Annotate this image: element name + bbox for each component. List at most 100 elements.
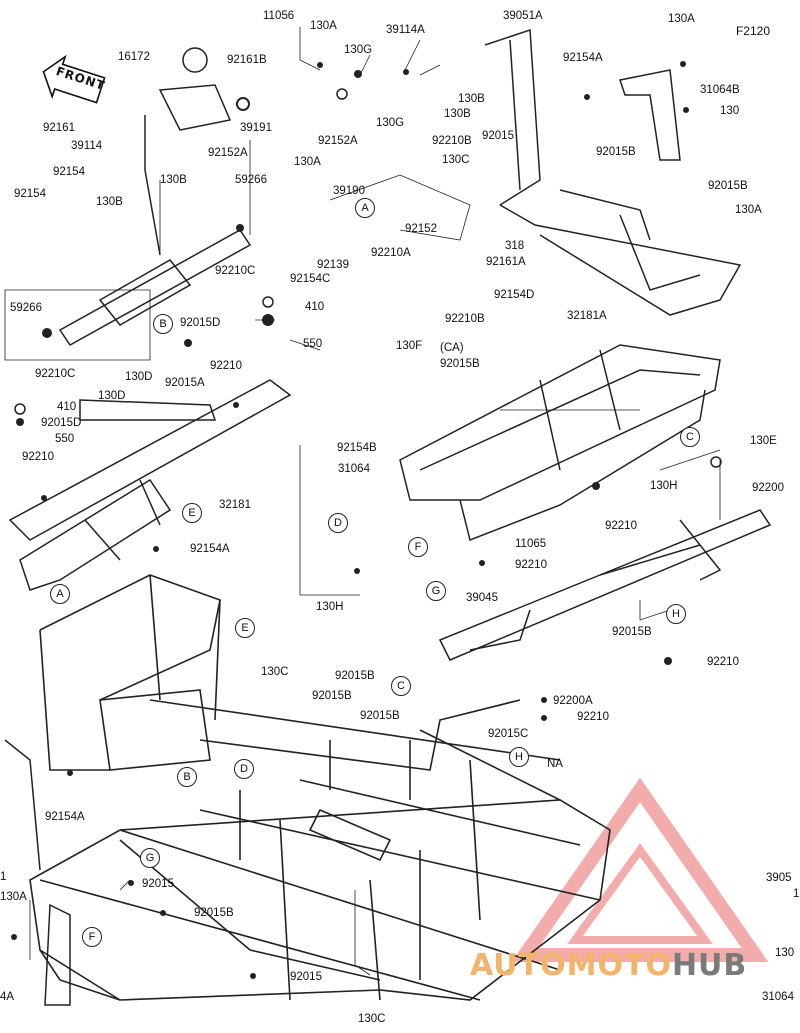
part-label: 92015C bbox=[488, 728, 529, 740]
part-label: 92015D bbox=[180, 317, 221, 329]
part-label: 32181 bbox=[219, 499, 251, 511]
steering-rack bbox=[58, 47, 252, 346]
part-label: 32181A bbox=[567, 310, 607, 322]
part-label: 92161 bbox=[43, 122, 75, 134]
reference-callout: C bbox=[680, 427, 700, 447]
part-label: 4A bbox=[0, 991, 15, 1003]
part-label: 130C bbox=[358, 1013, 386, 1025]
part-label: 31064B bbox=[700, 84, 740, 96]
part-label: 92015B bbox=[360, 710, 400, 722]
reference-callout: G bbox=[140, 848, 160, 868]
reference-callout: B bbox=[177, 767, 197, 787]
part-label: 130A bbox=[310, 20, 337, 32]
part-label: 130G bbox=[344, 44, 373, 56]
part-label: 130B bbox=[458, 93, 485, 105]
part-label: 130B bbox=[444, 108, 471, 120]
part-label: (CA) bbox=[440, 342, 464, 354]
part-label: 31064 bbox=[762, 991, 794, 1003]
leader-lines bbox=[4, 27, 721, 976]
part-label: 39045 bbox=[466, 592, 498, 604]
reference-callout: G bbox=[426, 581, 446, 601]
fasteners bbox=[11, 61, 722, 979]
part-label: 39051A bbox=[503, 10, 543, 22]
part-label: 92015B bbox=[596, 146, 636, 158]
part-label: 11056 bbox=[263, 10, 295, 22]
reference-callout: B bbox=[153, 314, 173, 334]
part-label: 410 bbox=[305, 301, 325, 313]
front-frame bbox=[8, 379, 292, 591]
part-label: 130F bbox=[396, 340, 423, 352]
diagram-code: F2120 bbox=[735, 24, 770, 38]
rear-bar-assembly bbox=[484, 28, 742, 316]
reference-callout: A bbox=[355, 198, 375, 218]
reference-callout: D bbox=[328, 513, 348, 533]
part-label: 130A bbox=[735, 204, 762, 216]
part-label: 11065 bbox=[515, 538, 547, 550]
part-label: 130A bbox=[668, 13, 695, 25]
part-label: 92139 bbox=[317, 259, 349, 271]
part-label: 92161B bbox=[227, 54, 267, 66]
part-label: 130A bbox=[294, 156, 321, 168]
part-label: 92152A bbox=[318, 135, 358, 147]
part-label: 130C bbox=[261, 666, 289, 678]
part-label: 92015 bbox=[290, 971, 322, 983]
watermark-part1: AUTOMOTO bbox=[470, 948, 672, 983]
part-label: NA bbox=[547, 758, 563, 770]
part-label: 92154 bbox=[53, 166, 85, 178]
part-label: 130H bbox=[316, 601, 344, 613]
part-label: 130E bbox=[750, 435, 777, 447]
part-label: 39190 bbox=[333, 185, 365, 197]
reference-callout: E bbox=[235, 618, 255, 638]
part-label: 92210 bbox=[605, 520, 637, 532]
part-label: 92154A bbox=[45, 811, 85, 823]
part-label: 92210B bbox=[445, 313, 485, 325]
reference-callout: H bbox=[509, 747, 529, 767]
part-label: 130 bbox=[775, 947, 795, 959]
part-label: 92152A bbox=[208, 147, 248, 159]
part-label: 130B bbox=[96, 196, 123, 208]
part-label: 130A bbox=[0, 891, 27, 903]
part-label: 92015B bbox=[335, 670, 375, 682]
part-label: 318 bbox=[505, 240, 525, 252]
part-label: 1 bbox=[793, 888, 800, 900]
reference-callout: C bbox=[391, 676, 411, 696]
part-label: 92154A bbox=[190, 543, 230, 555]
reference-callout: D bbox=[234, 759, 254, 779]
watermark-triangle bbox=[511, 777, 769, 962]
part-label: 92210B bbox=[432, 135, 472, 147]
reference-callout: F bbox=[82, 927, 102, 947]
part-label: 92210 bbox=[22, 451, 54, 463]
part-label: 92015D bbox=[41, 417, 82, 429]
part-label: 92200A bbox=[553, 695, 593, 707]
part-label: 92200 bbox=[752, 482, 784, 494]
cargo-bed-frame bbox=[399, 344, 721, 542]
part-label: 92210 bbox=[707, 656, 739, 668]
part-label: 410 bbox=[57, 401, 77, 413]
front-direction-arrow: FRONT bbox=[33, 45, 111, 116]
part-label: 92015B bbox=[708, 180, 748, 192]
part-label: 92015B bbox=[612, 626, 652, 638]
reference-callout: E bbox=[182, 503, 202, 523]
part-label: 39114A bbox=[386, 24, 425, 36]
reference-callout: A bbox=[50, 584, 70, 604]
part-label: 130D bbox=[98, 390, 126, 402]
part-label: 92154D bbox=[494, 289, 535, 301]
part-label: 130D bbox=[125, 371, 153, 383]
part-label: 1 bbox=[0, 871, 7, 883]
reference-callout: H bbox=[666, 604, 686, 624]
part-label: 92210 bbox=[210, 360, 242, 372]
part-label: 92015B bbox=[312, 690, 352, 702]
part-label: 92210 bbox=[515, 559, 547, 571]
part-label: 550 bbox=[303, 338, 323, 350]
part-label: 39191 bbox=[240, 122, 272, 134]
part-label: 92154 bbox=[14, 188, 46, 200]
watermark-text: AUTOMOTOHUB bbox=[470, 948, 747, 983]
part-label: 31064 bbox=[338, 463, 370, 475]
part-label: 550 bbox=[55, 433, 75, 445]
part-label: 92015B bbox=[194, 907, 234, 919]
part-label: 130C bbox=[442, 154, 470, 166]
part-label: 92210C bbox=[215, 265, 256, 277]
part-label: 92154B bbox=[337, 442, 377, 454]
